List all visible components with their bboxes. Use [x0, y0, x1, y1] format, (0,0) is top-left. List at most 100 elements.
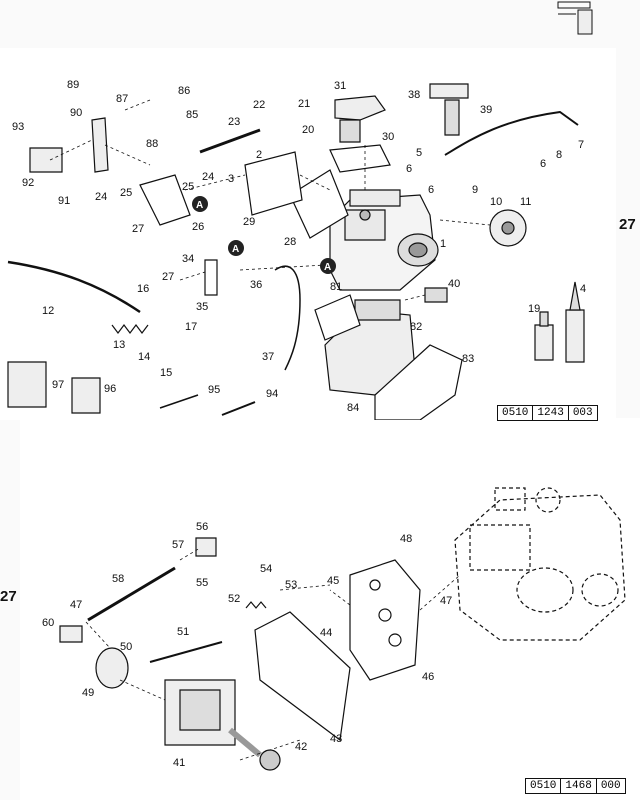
callout-22: 22	[253, 99, 265, 111]
callout-39: 39	[480, 104, 492, 116]
governor-cover-part	[335, 96, 385, 142]
callout-11: 11	[520, 196, 531, 208]
callout-38: 38	[408, 89, 420, 101]
exploded-parts-diagram-top: A A A 1 2 3 4 5 6 6 6 7 8 9 10 11 12 13 …	[0, 79, 586, 420]
callout-24: 24	[202, 171, 214, 183]
callout-42: 42	[295, 741, 307, 753]
shaft-39	[445, 100, 459, 135]
callout-91: 91	[58, 195, 70, 207]
shaft-23	[200, 130, 260, 152]
callout-19: 19	[528, 303, 540, 315]
pump-housing-part	[330, 190, 438, 290]
probe-95	[160, 395, 198, 408]
catalog-thumbnail-icon	[556, 0, 596, 40]
callout-47: 47	[440, 595, 452, 607]
callout-5: 5	[416, 147, 422, 159]
callout-16: 16	[137, 283, 149, 295]
callout-31: 31	[334, 80, 346, 92]
marker-a: A	[228, 240, 244, 256]
callout-2: 2	[256, 149, 262, 161]
svg-text:A: A	[232, 244, 239, 255]
callout-83: 83	[462, 353, 474, 365]
callout-49: 49	[82, 687, 94, 699]
control-module-96	[72, 378, 100, 413]
callout-55: 55	[196, 577, 208, 589]
marker-a: A	[320, 258, 336, 274]
cover-plate-83	[375, 345, 462, 420]
pump-outline-dashed	[455, 488, 625, 640]
bracket-90	[92, 118, 108, 172]
disc-49	[96, 648, 128, 688]
callout-36: 36	[250, 279, 262, 291]
lever-35	[205, 260, 217, 295]
callout-54: 54	[260, 563, 272, 575]
solenoid-92	[30, 148, 62, 172]
rod-51	[150, 642, 222, 662]
callout-26: 26	[192, 221, 204, 233]
cover-plate-29	[245, 152, 302, 215]
marker-a: A	[192, 196, 208, 212]
drawing-reference-top: 0510 1243 003	[497, 405, 598, 421]
callout-8: 8	[556, 149, 562, 161]
exploded-parts-diagram-bottom: 41 42 43 44 45 46 47 47 48 49 50 51 52 5…	[42, 418, 640, 800]
svg-text:A: A	[196, 200, 203, 211]
callout-6: 6	[540, 158, 546, 170]
fitting-60	[60, 626, 82, 642]
callout-13: 13	[113, 339, 125, 351]
callout-45: 45	[327, 575, 339, 587]
callout-95: 95	[208, 384, 220, 396]
callout-12: 12	[42, 305, 54, 317]
callout-94: 94	[266, 388, 278, 400]
callout-58: 58	[112, 573, 124, 585]
callout-85: 85	[186, 109, 198, 121]
callout-43: 43	[330, 733, 342, 745]
callout-48: 48	[400, 533, 412, 545]
callout-56: 56	[196, 521, 208, 533]
callout-30: 30	[382, 131, 394, 143]
callout-27: 27	[162, 271, 174, 283]
gasket-81	[315, 295, 360, 340]
callout-1: 1	[440, 238, 446, 250]
gasket-28	[290, 170, 348, 238]
callout-60: 60	[42, 617, 54, 629]
control-rod-12	[8, 262, 140, 312]
callout-87: 87	[116, 93, 128, 105]
adapter-plate-46	[350, 560, 420, 680]
probe-94	[222, 402, 255, 415]
drive-gear-part	[490, 210, 526, 246]
callout-27: 27	[132, 223, 144, 235]
callout-17: 17	[185, 321, 197, 333]
sensor-cable-37	[275, 266, 300, 370]
callout-20: 20	[302, 124, 314, 136]
callout-81: 81	[330, 281, 342, 293]
plug-40	[425, 288, 447, 302]
control-module-97	[8, 362, 46, 407]
callout-41: 41	[173, 757, 185, 769]
callout-25: 25	[120, 187, 132, 199]
callout-47: 47	[70, 599, 82, 611]
callout-90: 90	[70, 107, 82, 119]
sealant-tubes	[535, 282, 584, 362]
spring-13	[112, 325, 148, 333]
callout-24: 24	[95, 191, 107, 203]
lever-plate-26	[140, 175, 190, 225]
callout-3: 3	[228, 173, 234, 185]
callout-21: 21	[298, 98, 310, 110]
callout-82: 82	[410, 321, 422, 333]
gasket-43	[255, 612, 350, 740]
callout-86: 86	[178, 85, 190, 97]
fuel-line-pipe	[445, 112, 578, 155]
callout-9: 9	[472, 184, 478, 196]
callout-25: 25	[182, 181, 194, 193]
callout-7: 7	[578, 139, 584, 151]
gasket-30	[330, 145, 390, 172]
callout-37: 37	[262, 351, 274, 363]
callout-89: 89	[67, 79, 79, 91]
callout-46: 46	[422, 671, 434, 683]
callout-50: 50	[120, 641, 132, 653]
callout-92: 92	[22, 177, 34, 189]
callout-28: 28	[284, 236, 296, 248]
callout-51: 51	[177, 626, 189, 638]
callout-96: 96	[104, 383, 116, 395]
